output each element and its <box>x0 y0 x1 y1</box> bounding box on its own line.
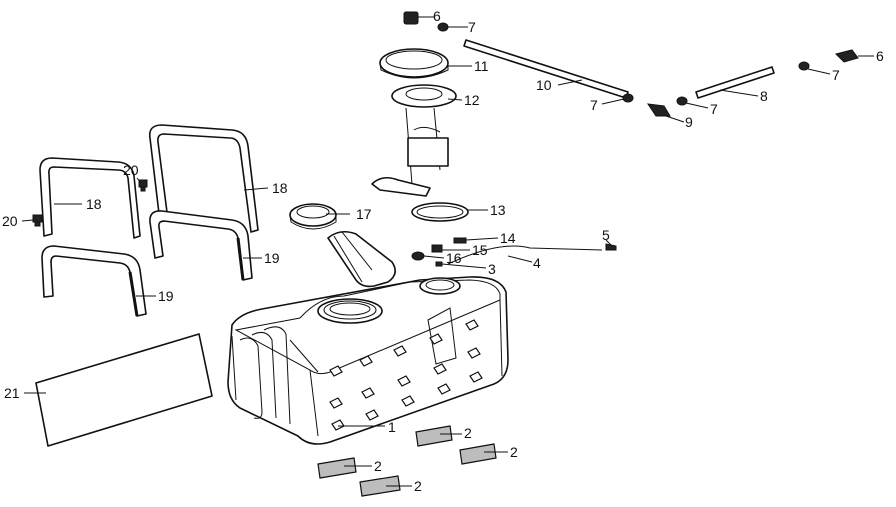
part-4-vent-hose <box>447 245 603 265</box>
part-17-filler-cap <box>289 203 337 230</box>
callout-labels: 1 2 2 2 2 3 4 5 6 6 7 7 7 7 8 9 10 11 12… <box>2 8 884 494</box>
part-8-fuel-hose <box>695 66 775 99</box>
callout-7-right: 7 <box>832 67 840 83</box>
callout-18-left: 18 <box>86 196 102 212</box>
part-16-nut <box>411 251 425 261</box>
callout-6-right: 6 <box>876 48 884 64</box>
part-20-clip-left <box>32 214 43 227</box>
filler-neck <box>327 230 396 288</box>
callout-13: 13 <box>490 202 506 218</box>
callout-15: 15 <box>472 242 488 258</box>
part-11-lock-ring <box>379 48 449 79</box>
callout-19-right: 19 <box>264 250 280 266</box>
callout-20-top: 20 <box>123 162 139 178</box>
callout-10: 10 <box>536 77 552 93</box>
callout-4: 4 <box>533 255 541 271</box>
callout-2d: 2 <box>414 478 422 494</box>
callout-11: 11 <box>474 58 489 74</box>
part-7-clamps <box>437 22 810 106</box>
part-14-bolt <box>453 237 467 244</box>
part-6-connector-right <box>835 49 859 63</box>
callout-14: 14 <box>500 230 516 246</box>
callout-9: 9 <box>685 114 693 130</box>
part-13-seal-ring <box>411 202 469 222</box>
callout-19-left: 19 <box>158 288 174 304</box>
part-20-clip-top <box>138 179 148 192</box>
part-9-connector <box>646 103 671 117</box>
part-2-pad-b <box>459 443 497 465</box>
part-2-pad-d <box>359 475 401 497</box>
part-21-pad <box>35 333 213 447</box>
part-2-pad-c <box>317 457 357 479</box>
callout-16: 16 <box>446 250 462 266</box>
callout-1: 1 <box>388 419 396 435</box>
callout-2b: 2 <box>510 444 518 460</box>
part-19-strap-left <box>41 245 147 317</box>
callout-21: 21 <box>4 385 20 401</box>
part-15-fitting <box>431 244 443 253</box>
callout-5: 5 <box>602 227 610 243</box>
callout-7-mid: 7 <box>710 101 718 117</box>
callout-2a: 2 <box>464 425 472 441</box>
callout-18-right: 18 <box>272 180 288 196</box>
leader-lines <box>21 16 874 487</box>
part-6-connector-top <box>403 11 419 25</box>
part-1-fuel-tank <box>227 276 509 445</box>
part-3-clip <box>435 261 443 267</box>
callout-7-left: 7 <box>590 97 598 113</box>
callout-6-top: 6 <box>433 8 441 24</box>
callout-12: 12 <box>464 92 480 108</box>
callout-3: 3 <box>488 261 496 277</box>
callout-2c: 2 <box>374 458 382 474</box>
callout-7-top: 7 <box>468 19 476 35</box>
part-19-strap-right <box>149 210 253 281</box>
part-2-pad-a <box>415 425 453 447</box>
callout-17: 17 <box>356 206 372 222</box>
part-18-strap-left <box>39 157 141 239</box>
callout-8: 8 <box>760 88 768 104</box>
part-12-fuel-pump <box>371 84 457 197</box>
part-5-tip <box>605 243 617 251</box>
callout-20-left: 20 <box>2 213 18 229</box>
